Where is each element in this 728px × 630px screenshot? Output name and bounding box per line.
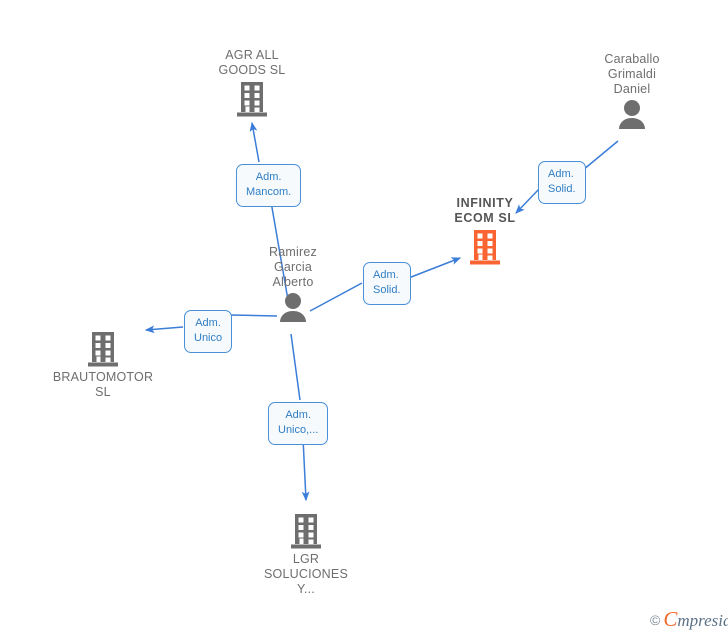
empresia-watermark: ©Cmpresia <box>650 607 728 630</box>
node-brautomotor-sl[interactable]: BRAUTOMOTOR SL <box>28 330 178 400</box>
edge-label-adm-unico[interactable]: Adm. Unico <box>184 310 233 353</box>
node-agr-all-goods-sl[interactable]: AGR ALL GOODS SL <box>177 48 327 118</box>
person-avatar-icon <box>280 293 306 322</box>
edge-label-adm-unico-multiple[interactable]: Adm. Unico,... <box>268 402 329 445</box>
edge-label-adm-solid-caraballo[interactable]: Adm. Solid. <box>538 161 586 204</box>
person-avatar-icon <box>619 100 645 129</box>
brand-initial: C <box>663 607 678 630</box>
node-label-lgr-soluciones: LGR SOLUCIONES Y... <box>264 552 348 596</box>
node-ramirez-garcia-alberto[interactable]: Ramirez Garcia Alberto <box>218 245 368 322</box>
brand-name: mpresia <box>677 611 728 630</box>
company-building-icon <box>291 514 321 549</box>
node-label-ramirez-garcia-alberto: Ramirez Garcia Alberto <box>269 245 317 289</box>
node-label-infinity-ecom-sl: INFINITY ECOM SL <box>454 196 516 225</box>
company-building-icon <box>237 82 267 117</box>
focal-company-building-icon <box>470 230 500 265</box>
node-infinity-ecom-sl[interactable]: INFINITY ECOM SL <box>410 196 560 266</box>
node-label-agr-all-goods-sl: AGR ALL GOODS SL <box>218 48 286 77</box>
node-label-brautomotor-sl: BRAUTOMOTOR SL <box>52 370 154 399</box>
company-building-icon <box>88 332 118 367</box>
node-label-caraballo-grimaldi-daniel: Caraballo Grimaldi Daniel <box>604 52 660 96</box>
node-lgr-soluciones[interactable]: LGR SOLUCIONES Y... <box>231 512 381 597</box>
copyright-icon: © <box>650 612 661 628</box>
edge-label-adm-solid-ramirez[interactable]: Adm. Solid. <box>363 262 411 305</box>
edge-label-adm-mancom[interactable]: Adm. Mancom. <box>236 164 302 207</box>
node-caraballo-grimaldi-daniel[interactable]: Caraballo Grimaldi Daniel <box>557 52 707 129</box>
